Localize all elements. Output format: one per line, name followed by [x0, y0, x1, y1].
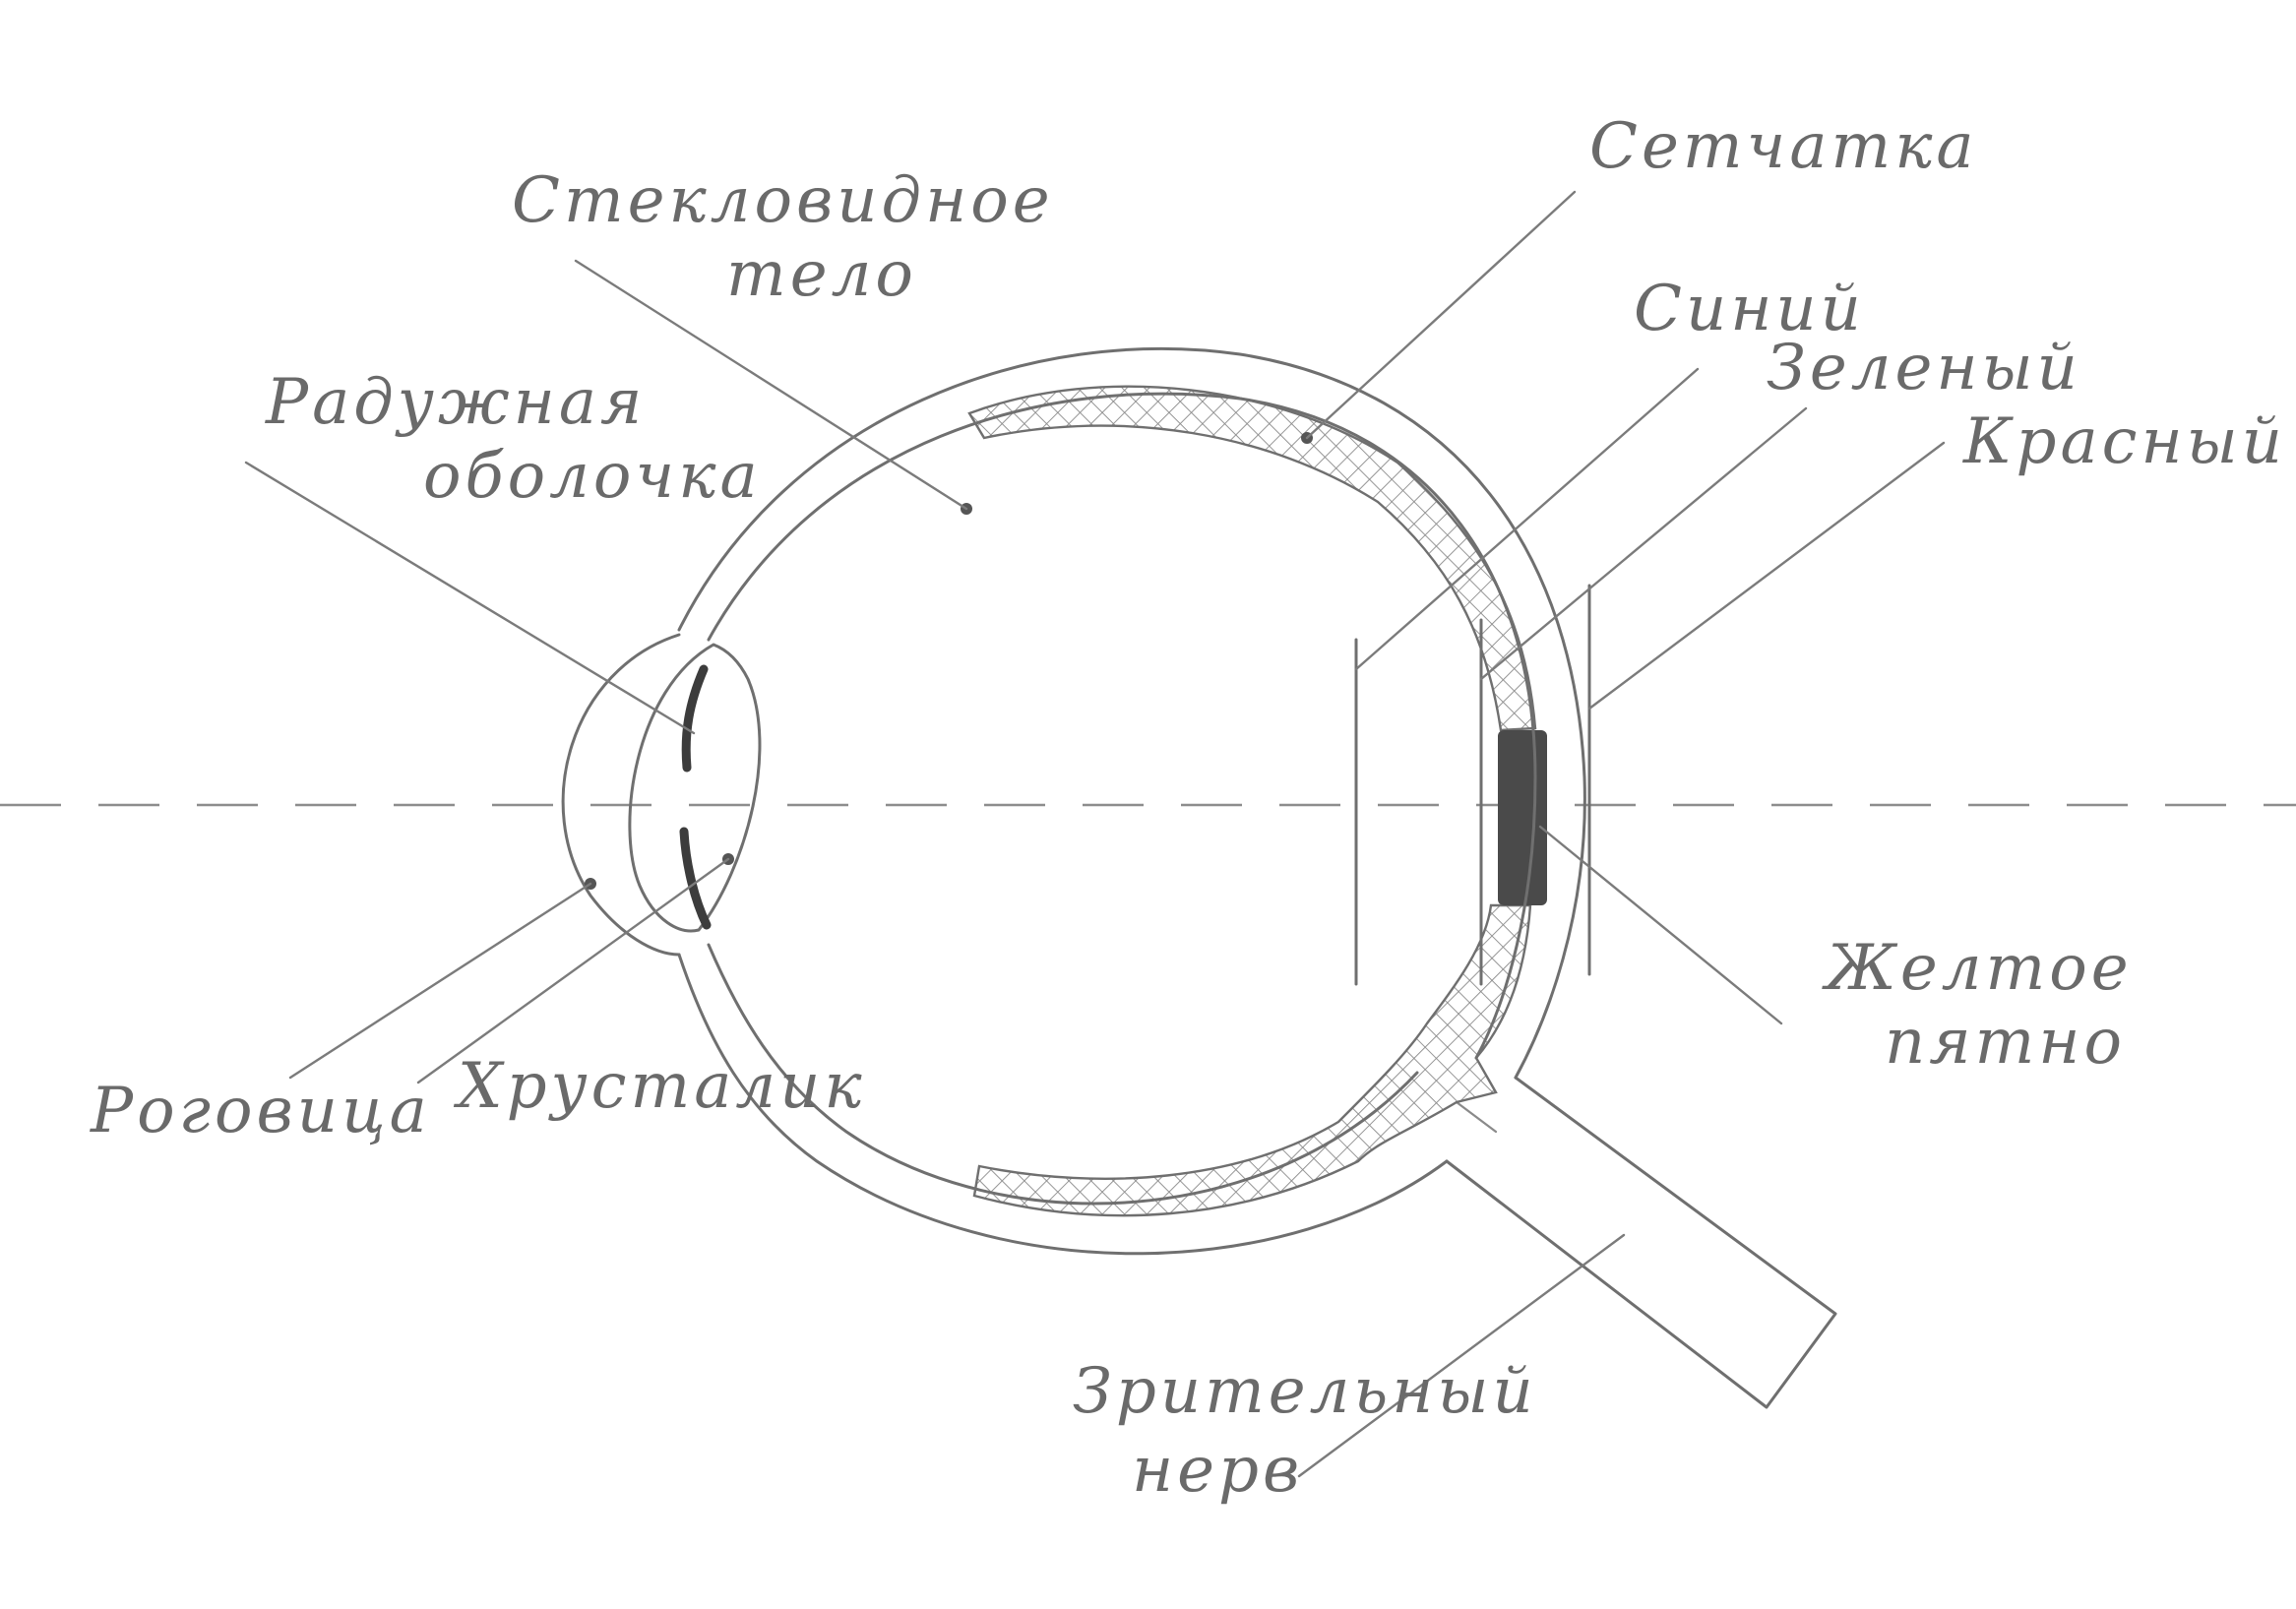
leader-retina — [1305, 190, 1577, 440]
leader-lens — [416, 857, 730, 1084]
cornea — [561, 633, 681, 957]
optic-nerve — [1445, 1076, 1837, 1409]
leader-macula — [1538, 825, 1783, 1025]
label-green: Зеленый — [1767, 332, 2081, 404]
label-vitreous-line1: Стекловидное — [512, 164, 1054, 237]
sclera-outer — [677, 346, 1586, 1256]
leader-vitreous — [574, 259, 968, 511]
label-iris-line2: оболочка — [423, 440, 762, 513]
label-iris-line1: Радужная — [265, 366, 646, 439]
label-blue: Синий — [1634, 273, 1865, 345]
retina-upper-layer — [967, 385, 1537, 732]
iris-lower — [679, 827, 712, 930]
label-optic-nerve-line1: Зрительный — [1073, 1355, 1537, 1428]
leader-red — [1587, 441, 1946, 711]
label-vitreous-line2: тело — [726, 238, 917, 311]
leader-optic-nerve — [1297, 1233, 1626, 1478]
leader-blue — [1354, 367, 1700, 671]
macula — [1498, 730, 1547, 905]
leader-cornea — [288, 882, 592, 1080]
iris-upper — [681, 664, 709, 773]
label-macula-line2: пятно — [1885, 1006, 2126, 1079]
lens — [628, 643, 762, 933]
label-optic-nerve-line2: нерв — [1132, 1434, 1303, 1507]
label-macula-line1: Желтое — [1822, 932, 2133, 1005]
label-cornea: Роговица — [90, 1075, 431, 1147]
label-retina: Сетчатка — [1589, 110, 1978, 183]
sclera-inner — [707, 392, 1537, 1206]
retina-lower-layer — [972, 903, 1532, 1217]
label-lens: Хрусталик — [453, 1050, 866, 1123]
label-red: Красный — [1962, 405, 2286, 478]
leader-green — [1479, 406, 1808, 681]
leader-iris — [244, 461, 696, 735]
